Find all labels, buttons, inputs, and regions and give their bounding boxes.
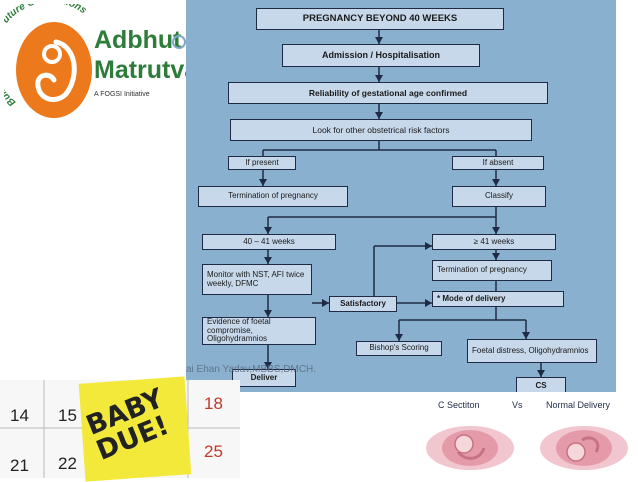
label-normal-delivery: Normal Delivery	[546, 400, 611, 410]
box-if-absent: If absent	[452, 156, 544, 170]
box-title: PREGNANCY BEYOND 40 WEEKS	[256, 8, 504, 30]
sticky-note: BABY DUE!	[78, 376, 192, 482]
box-if-present: If present	[228, 156, 296, 170]
logo-flower-icon	[172, 35, 186, 49]
flowchart-connectors	[259, 30, 545, 377]
label-vs: Vs	[512, 400, 523, 410]
calendar-date: 22	[58, 454, 77, 473]
sticky-note-text: BABY DUE!	[81, 382, 174, 467]
box-monitor: Monitor with NST, AFI twice weekly, DFMC	[202, 264, 312, 295]
logo-name-line2: Matrutva	[94, 56, 199, 84]
box-classify: Classify	[452, 186, 546, 207]
logo-initiative: A FOGSI Initiative	[94, 91, 150, 98]
delivery-comparison: C Sectiton Vs Normal Delivery	[418, 392, 638, 478]
flowchart-panel: PREGNANCY BEYOND 40 WEEKS Admission / Ho…	[186, 0, 616, 392]
box-cs: CS	[516, 377, 566, 392]
box-termination-right: Termination of pregnancy	[432, 260, 552, 281]
normal-delivery-illustration-icon	[540, 426, 628, 470]
box-admission: Admission / Hospitalisation	[282, 44, 480, 67]
box-reliability: Reliability of gestational age confirmed	[228, 82, 548, 104]
calendar-date: 21	[10, 456, 29, 475]
calendar-date: 25	[204, 442, 223, 461]
box-satisfactory: Satisfactory	[329, 296, 397, 312]
box-evidence: Evidence of foetal compromise, Oligohydr…	[202, 317, 316, 345]
logo-emblem-icon: Building Healthy Future Generations	[4, 4, 92, 118]
box-bishop-scoring: Bishop's Scoring	[356, 341, 442, 356]
label-c-section: C Sectiton	[438, 400, 480, 410]
box-mode-of-delivery: * Mode of delivery	[432, 291, 564, 307]
box-termination-left: Termination of pregnancy	[198, 186, 348, 207]
logo-name-line1: Adbhut	[94, 26, 182, 54]
box-weeks-ge-41: ≥ 41 weeks	[432, 234, 556, 250]
box-weeks-40-41: 40 – 41 weeks	[202, 234, 336, 250]
box-deliver: Deliver	[232, 369, 296, 387]
calendar-date: 15	[58, 406, 77, 425]
logo: Building Healthy Future Generations Adbh…	[0, 0, 198, 126]
box-foetal-distress: Foetal distress, Oligohydramnios	[467, 339, 597, 363]
calendar-date: 18	[204, 394, 223, 413]
box-risk-factors: Look for other obstetrical risk factors	[230, 119, 532, 141]
watermark: ai Ehan Yadav,MBBS,DMCH.	[186, 364, 317, 375]
calendar-date: 14	[10, 406, 29, 425]
c-section-illustration-icon	[426, 426, 514, 470]
